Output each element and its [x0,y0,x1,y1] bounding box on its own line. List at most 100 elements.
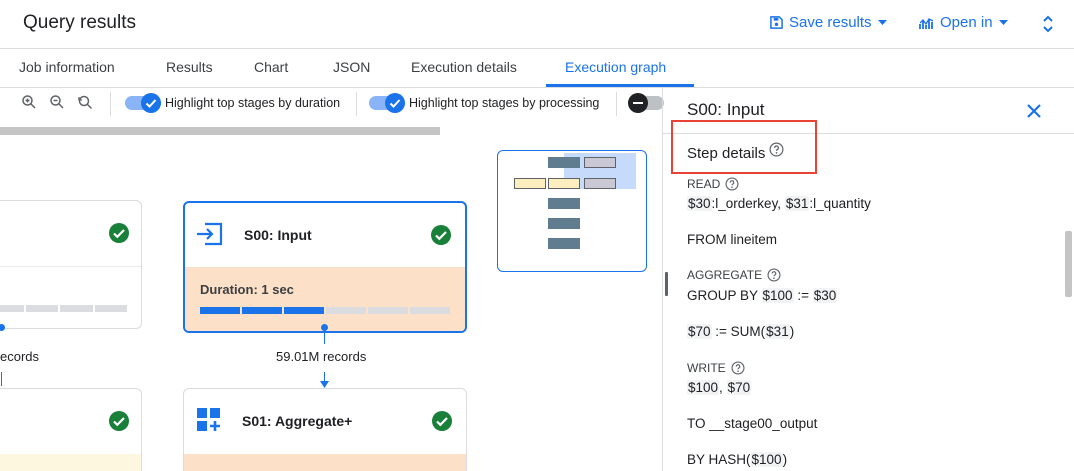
group-by-line: GROUP BY $100 := $30 [687,288,838,303]
stage-details-panel: S00: Input Step details READ $30:l_order… [663,88,1074,471]
toggle-third[interactable] [628,92,664,114]
stage-title: S01: Aggregate+ [242,413,353,429]
check-icon [389,99,401,108]
column-token: $100 [687,380,720,395]
edge-line [324,372,325,386]
zoom-reset-icon[interactable] [77,94,93,110]
resize-handle[interactable] [665,272,668,296]
open-in-label: Open in [940,14,993,31]
tab-chart[interactable]: Chart [254,59,289,75]
progress-bar [200,307,450,314]
graph-minimap[interactable] [497,150,647,272]
toggle-duration[interactable] [125,92,163,114]
panel-header-divider [663,133,1074,134]
column-token: $100 [761,288,794,303]
toggle-processing[interactable] [369,92,407,114]
header: Query results Save results Open in [0,0,1074,49]
stage-card-s00[interactable]: S00: Input Duration: 1 sec [183,201,467,333]
highlight-annotation [671,120,817,174]
aggregate-label: AGGREGATE [687,268,763,282]
toggle-knob [141,93,161,113]
read-section-label: READ [687,177,739,191]
tab-job-information[interactable]: Job information [19,59,115,75]
column-token: $30 [687,196,712,211]
toggle-processing-label: Highlight top stages by processing [409,96,600,110]
graph-toolbar: Highlight top stages by duration Highlig… [0,88,664,118]
card-divider [0,266,141,267]
line-text: := [793,288,813,303]
toggle-duration-label: Highlight top stages by duration [165,96,341,110]
execution-graph-canvas[interactable]: ecords S00: Input Duration: 1 sec 59.01M… [0,118,662,471]
expand-collapse-button[interactable] [1041,14,1055,34]
unfold-icon [1043,15,1053,33]
toolbar-divider [110,92,111,116]
panel-title: S00: Input [687,100,765,119]
step-details-label: Step details [687,145,766,162]
column-token: $31 [765,324,790,339]
check-circle-icon [109,223,129,243]
horizontal-scrollbar[interactable] [0,127,440,135]
column-token: $30 [812,288,838,303]
line-text: ) [789,324,795,339]
step-details-heading: Step details [687,142,784,162]
from-line: FROM lineitem [687,232,778,247]
tab-results[interactable]: Results [166,59,213,75]
arrow-head-icon [320,381,329,388]
dropdown-arrow-icon [877,19,887,25]
edge-line [1,372,2,386]
edge-records-label: ecords [0,349,40,364]
duration-band [184,454,466,471]
active-tab-indicator [546,84,694,87]
toggle-knob [385,93,405,113]
line-text: :l_orderkey, [711,196,785,211]
check-circle-icon [109,411,129,431]
tab-execution-details[interactable]: Execution details [411,59,517,75]
aggregate-icon [197,408,220,431]
read-label: READ [687,177,721,191]
save-icon [770,16,783,29]
tab-json[interactable]: JSON [333,59,371,75]
help-icon[interactable] [767,268,781,282]
help-icon[interactable] [725,177,739,191]
page-title: Query results [23,12,136,33]
check-circle-icon [432,411,452,431]
duration-band [0,454,141,471]
column-token: $70 [726,380,752,395]
edge-line [324,330,325,344]
write-line: $100, $70 [687,380,752,395]
vertical-scrollbar[interactable] [1065,231,1072,297]
column-token: $70 [687,324,712,339]
open-in-button[interactable]: Open in [919,14,1008,31]
to-line: TO __stage00_output [687,416,818,431]
stage-card-left-bottom[interactable] [0,388,142,471]
line-text: , [719,380,727,395]
progress-bar [0,305,127,312]
line-text: ) [782,452,788,467]
tab-execution-graph[interactable]: Execution graph [565,59,667,75]
help-icon[interactable] [731,361,745,375]
zoom-out-icon[interactable] [49,94,65,110]
toggle-knob [628,93,648,113]
line-text: :l_quantity [809,196,871,211]
save-results-button[interactable]: Save results [770,14,887,31]
stage-card-left[interactable] [0,200,142,329]
help-icon[interactable] [769,142,784,157]
line-text: := SUM( [711,324,766,339]
edge-dot [0,324,5,331]
edge-dot [321,324,328,331]
read-line: $30:l_orderkey, $31:l_quantity [687,196,871,211]
write-section-label: WRITE [687,361,745,375]
zoom-in-icon[interactable] [21,94,37,110]
toolbar-divider [356,92,357,116]
column-token: $31 [784,196,810,211]
close-icon[interactable] [1023,100,1045,122]
column-token: $100 [750,452,783,467]
hash-line: BY HASH($100) [687,452,787,467]
duration-band: Duration: 1 sec [185,267,465,331]
chart-icon [919,17,934,29]
check-circle-icon [431,225,451,245]
stage-card-s01[interactable]: S01: Aggregate+ [183,388,467,471]
duration-label: Duration: 1 sec [200,282,294,297]
sum-line: $70 := SUM($31) [687,324,794,339]
line-text: GROUP BY [687,288,762,303]
